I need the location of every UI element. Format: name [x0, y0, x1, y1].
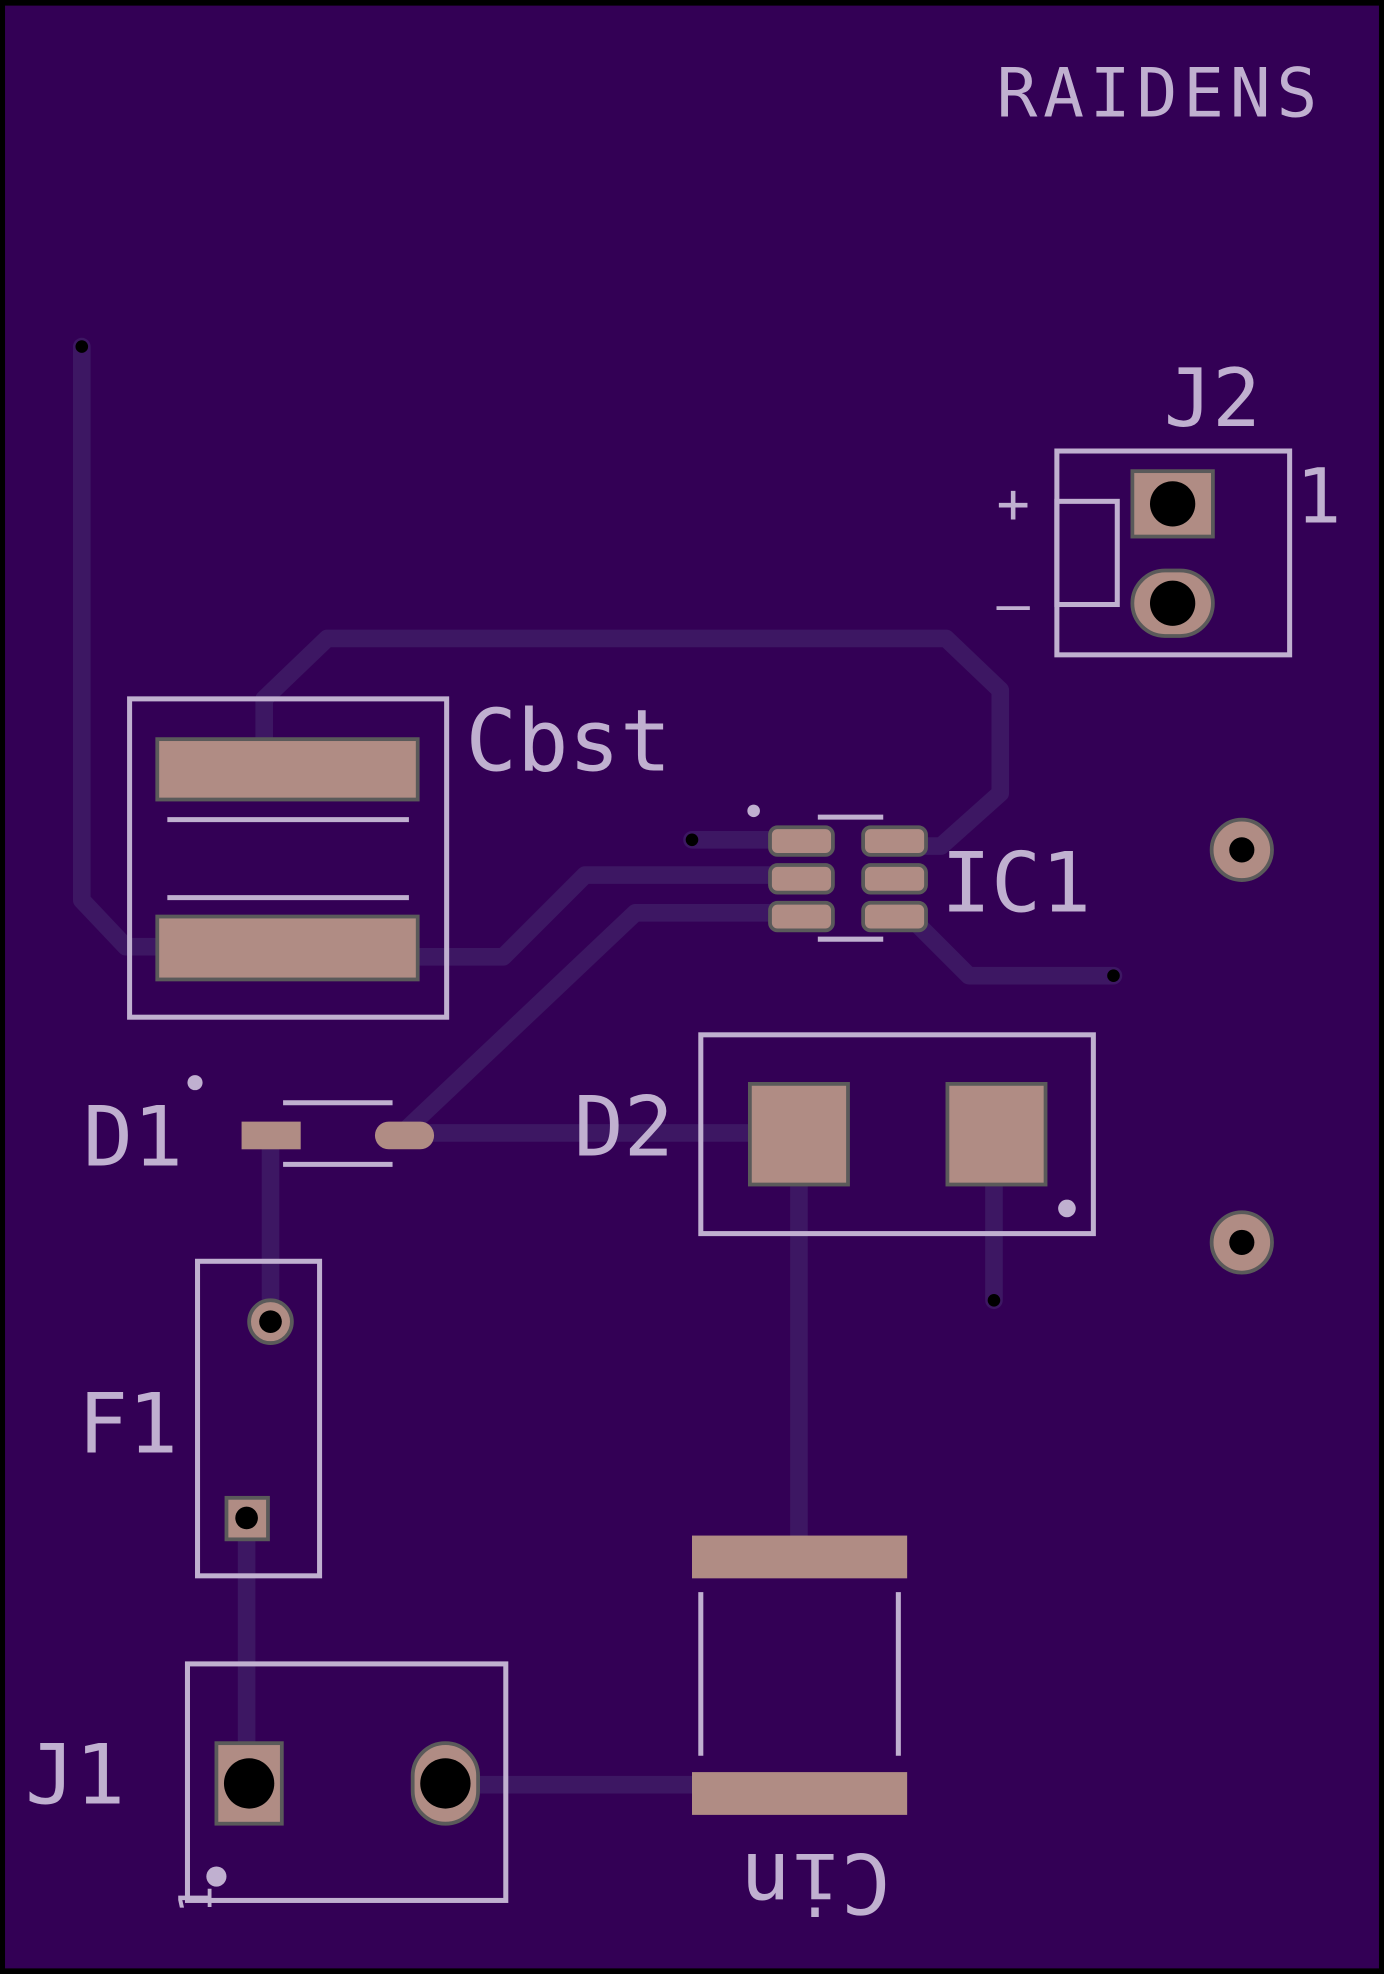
fuse-f1[interactable]: F1	[78, 1258, 323, 1579]
connector-j1[interactable]: J1 1	[25, 1661, 509, 1913]
j2-plus-label: +	[996, 473, 1029, 537]
connector-j2[interactable]: J2 1 + –	[996, 351, 1341, 658]
mounting-hole	[1209, 1210, 1274, 1275]
j2-minus-label: –	[996, 573, 1030, 637]
ic1-label: IC1	[941, 835, 1091, 932]
f1-label: F1	[78, 1376, 178, 1473]
j2-label: J2	[1164, 351, 1261, 445]
trace	[72, 337, 173, 956]
trace	[897, 903, 1123, 985]
d1-label: D1	[83, 1089, 183, 1186]
j2-pin1-label: 1	[1296, 453, 1341, 541]
j1-pin1-label: 1	[169, 1886, 222, 1913]
via	[685, 833, 699, 847]
capacitor-cin[interactable]: Cin	[692, 1535, 908, 1931]
trace	[393, 903, 815, 1142]
diode-d1[interactable]: D1	[83, 1075, 435, 1186]
mounting-hole	[1209, 817, 1274, 882]
diode-d2[interactable]: D2	[574, 1032, 1096, 1237]
j1-label: J1	[25, 1727, 125, 1824]
via	[75, 340, 89, 353]
d2-label: D2	[574, 1079, 674, 1176]
trace	[255, 629, 1010, 855]
ic1[interactable]: IC1	[747, 804, 1091, 942]
trace	[406, 866, 815, 966]
brand-label: RAIDENS	[996, 54, 1317, 133]
traces	[72, 337, 1123, 1794]
capacitor-cbst[interactable]: Cbst	[127, 693, 672, 1020]
via	[987, 1293, 1001, 1307]
cin-label: Cin	[741, 1834, 891, 1931]
cbst-label: Cbst	[466, 693, 672, 792]
via	[1107, 969, 1120, 982]
